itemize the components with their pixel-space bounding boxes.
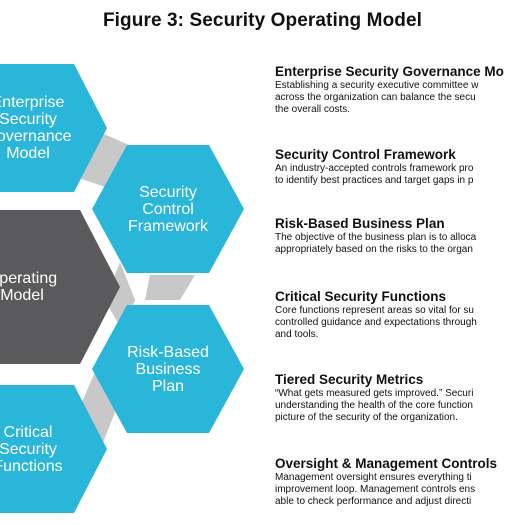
- hex-label-line: Security: [0, 440, 57, 458]
- description-line: able to check performance and adjust dir…: [275, 496, 472, 507]
- description-line: and tools.: [275, 329, 319, 340]
- hex-framework: [92, 145, 244, 273]
- hex-label-line: Framework: [127, 217, 208, 235]
- section-description: Establishing a security executive commit…: [275, 80, 525, 116]
- hex-enterprise-label: Enterprise Security Governance Model: [0, 64, 83, 192]
- section-description: Core functions represent areas so vital …: [275, 305, 525, 341]
- section-description: The objective of the business plan is to…: [275, 232, 525, 256]
- section-description: “What gets measured gets improved.” Secu…: [275, 388, 525, 424]
- description-line: understanding the health of the core fun…: [275, 400, 473, 411]
- section-governance: Enterprise Security Governance Mo Establ…: [275, 64, 525, 116]
- section-description: An industry-accepted controls framework …: [275, 163, 525, 187]
- section-framework: Security Control Framework An industry-a…: [275, 147, 525, 187]
- description-line: The objective of the business plan is to…: [275, 232, 477, 243]
- hex-label-line: Functions: [0, 457, 63, 475]
- section-description: Management oversight ensures everything …: [275, 472, 525, 508]
- hex-operating-label: Operating Model: [0, 210, 77, 364]
- hex-label-line: Business: [135, 360, 201, 378]
- section-oversight: Oversight & Management Controls Manageme…: [275, 456, 525, 508]
- hex-critical: [0, 385, 107, 513]
- description-line: picture of the security of the organizat…: [275, 412, 458, 423]
- description-panel: Enterprise Security Governance Mo Establ…: [275, 0, 525, 525]
- hex-label-line: Enterprise: [0, 94, 65, 111]
- section-business-plan: Risk-Based Business Plan The objective o…: [275, 216, 525, 256]
- section-critical-functions: Critical Security Functions Core functio…: [275, 289, 525, 341]
- section-heading: Oversight & Management Controls: [275, 456, 498, 471]
- section-heading: Tiered Security Metrics: [275, 372, 424, 387]
- description-line: Core functions represent areas so vital …: [275, 305, 474, 316]
- description-line: the overall costs.: [275, 104, 351, 115]
- section-heading: Enterprise Security Governance Mo: [275, 64, 504, 79]
- connector-framework-plan: [145, 275, 195, 300]
- hex-label-line: Model: [6, 145, 50, 162]
- description-line: to identify best practices and target ga…: [275, 175, 474, 186]
- description-line: “What gets measured gets improved.” Secu…: [275, 388, 474, 399]
- section-heading: Security Control Framework: [275, 147, 456, 162]
- hex-enterprise: [0, 64, 107, 192]
- section-metrics: Tiered Security Metrics “What gets measu…: [275, 372, 525, 424]
- hex-label-line: Risk-Based: [127, 343, 209, 361]
- hex-label-line: Security: [0, 111, 57, 128]
- description-line: across the organization can balance the …: [275, 92, 476, 103]
- section-heading: Risk-Based Business Plan: [275, 216, 445, 231]
- description-line: controlled guidance and expectations thr…: [275, 317, 477, 328]
- hex-plan: [92, 305, 244, 433]
- hex-label-line: Control: [142, 200, 194, 218]
- description-line: Establishing a security executive commit…: [275, 80, 479, 91]
- hex-label-line: Critical: [3, 423, 53, 441]
- hex-critical-label: Critical Security Functions: [0, 385, 83, 513]
- hex-label-line: Operating: [0, 270, 58, 287]
- description-line: An industry-accepted controls framework …: [275, 163, 474, 174]
- hex-label-line: Governance: [0, 128, 72, 145]
- hex-label-line: Security: [139, 183, 197, 201]
- section-heading: Critical Security Functions: [275, 289, 447, 304]
- description-line: Management oversight ensures everything …: [275, 472, 472, 483]
- hex-plan-label: Risk-Based Business Plan: [113, 305, 223, 433]
- description-line: improvement loop. Management controls en…: [275, 484, 476, 495]
- hex-label-line: Plan: [151, 377, 185, 395]
- figure-title: Figure 3: Security Operating Model: [102, 10, 423, 31]
- hex-operating: [0, 210, 120, 364]
- hex-label-line: Model: [0, 287, 44, 304]
- hex-framework-label: Security Control Framework: [113, 145, 223, 273]
- description-line: appropriately based on the risks to the …: [275, 244, 473, 255]
